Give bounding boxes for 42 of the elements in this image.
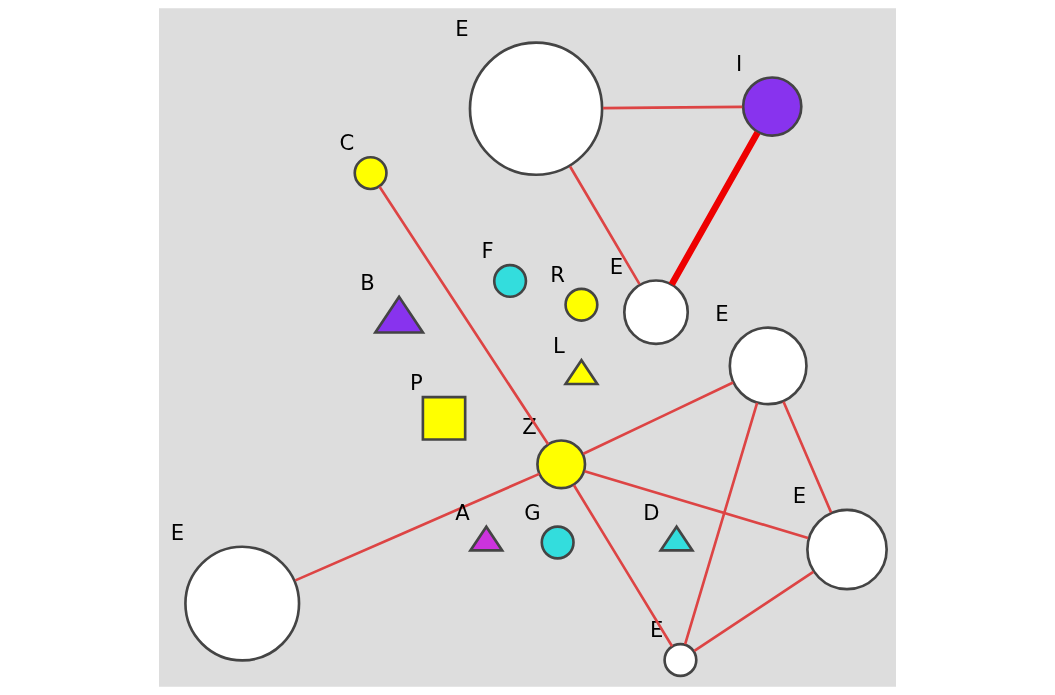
connector	[584, 470, 809, 540]
connector	[582, 381, 734, 455]
node-circle	[536, 439, 587, 490]
node-circle	[663, 642, 698, 678]
node-label: F	[481, 238, 494, 264]
connector	[683, 402, 759, 645]
connector	[568, 165, 641, 285]
connector	[294, 472, 540, 582]
connector	[378, 186, 550, 446]
node-triangle	[563, 357, 600, 386]
node-triangle	[372, 294, 426, 334]
node-circle	[353, 155, 388, 191]
node-box	[421, 395, 467, 441]
node-label: D	[643, 499, 660, 525]
node-circle	[492, 263, 528, 299]
node-label: C	[339, 130, 355, 156]
node-circle	[468, 41, 604, 177]
node-circle	[540, 525, 575, 560]
connector	[603, 105, 743, 110]
connector	[572, 484, 674, 647]
node-label: L	[553, 333, 565, 359]
node-triangle	[468, 524, 505, 552]
node-label: E	[609, 253, 624, 279]
node-triangle	[658, 524, 695, 552]
node-circle	[184, 545, 301, 662]
node-circle	[728, 326, 808, 406]
connector	[693, 570, 815, 652]
node-label: E	[792, 483, 807, 509]
node-label: B	[360, 269, 375, 295]
connector	[668, 130, 761, 286]
node-circle	[564, 287, 599, 322]
node-label: G	[524, 499, 541, 525]
connector	[782, 401, 833, 513]
node-label: R	[550, 261, 565, 287]
node-circle	[806, 508, 888, 591]
node-label: P	[409, 370, 423, 396]
node-label: E	[715, 300, 729, 326]
node-label: E	[170, 519, 185, 545]
node-label: E	[455, 15, 469, 41]
node-circle	[623, 279, 690, 346]
node-label: I	[736, 50, 743, 76]
node-circle	[741, 76, 803, 137]
